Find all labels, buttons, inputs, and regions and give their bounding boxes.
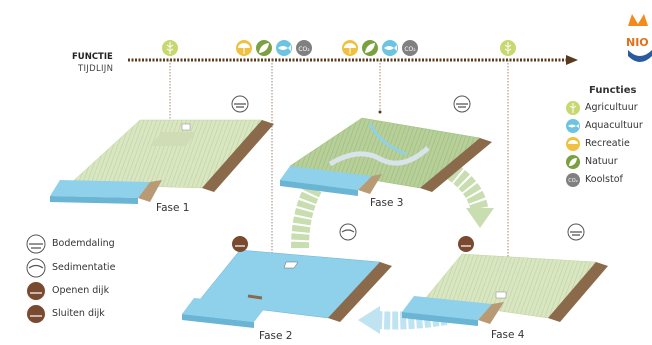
legend-item-bodemdaling: Bodemdaling (52, 238, 115, 249)
phase-label-fase-4: Fase 4 (491, 329, 524, 341)
leaf-icon (256, 40, 272, 56)
svg-text:CO₂: CO₂ (568, 178, 577, 184)
close-dike-icon (458, 236, 474, 252)
co2-icon: CO₂ (402, 40, 418, 56)
subsidence-icon (232, 96, 248, 112)
process-legend-icons (27, 235, 45, 323)
sedimentation-icon (27, 259, 45, 277)
subsidence-icon (27, 235, 45, 253)
functions-legend-icons: CO₂ (566, 101, 580, 187)
legend-item-natuur: Natuur (585, 156, 618, 167)
phase-label-fase-3: Fase 3 (370, 197, 403, 209)
leaf-icon (566, 155, 580, 169)
legend-item-sluiten-dijk: Sluiten dijk (52, 308, 105, 319)
legend-item-openen-dijk: Openen dijk (52, 285, 109, 296)
wheat-icon (162, 40, 178, 56)
umbrella-icon (566, 137, 580, 151)
co2-icon: CO₂ (296, 40, 312, 56)
wheat-icon (500, 40, 516, 56)
legend-item-recreatie: Recreatie (585, 138, 630, 149)
subsidence-icon (454, 96, 470, 112)
legend-item-sedimentatie: Sedimentatie (52, 262, 115, 273)
close-dike-icon (27, 305, 45, 323)
fish-icon (382, 40, 398, 56)
fish-icon (566, 119, 580, 133)
functions-legend-title: Functies (589, 85, 636, 96)
fase-1-landscape (50, 120, 274, 204)
sedimentation-icon (340, 224, 356, 240)
legend-item-aquacultuur: Aquacultuur (585, 120, 643, 131)
wheat-icon (566, 101, 580, 115)
fase-4-landscape (402, 254, 608, 326)
open-dike-icon (232, 236, 248, 252)
timeline-subtitle: TIJDLIJN (78, 64, 113, 74)
svg-text:CO₂: CO₂ (298, 46, 310, 53)
subsidence-icon (568, 224, 584, 240)
legend-item-koolstof: Koolstof (585, 174, 623, 185)
legend-item-agricultuur: Agricultuur (585, 102, 638, 113)
open-dike-icon (27, 282, 45, 300)
svg-text:CO₂: CO₂ (404, 46, 416, 53)
nioz-logo-text: NIO (626, 36, 649, 49)
phase-label-fase-2: Fase 2 (259, 330, 292, 342)
fase-2-landscape (182, 250, 392, 328)
phase-label-fase-1: Fase 1 (156, 202, 189, 214)
timeline-line (128, 55, 578, 65)
leaf-icon (362, 40, 378, 56)
co2-icon: CO₂ (566, 173, 580, 187)
umbrella-icon (236, 40, 252, 56)
fish-icon (276, 40, 292, 56)
timeline-title: FUNCTIE (72, 52, 113, 62)
umbrella-icon (342, 40, 358, 56)
